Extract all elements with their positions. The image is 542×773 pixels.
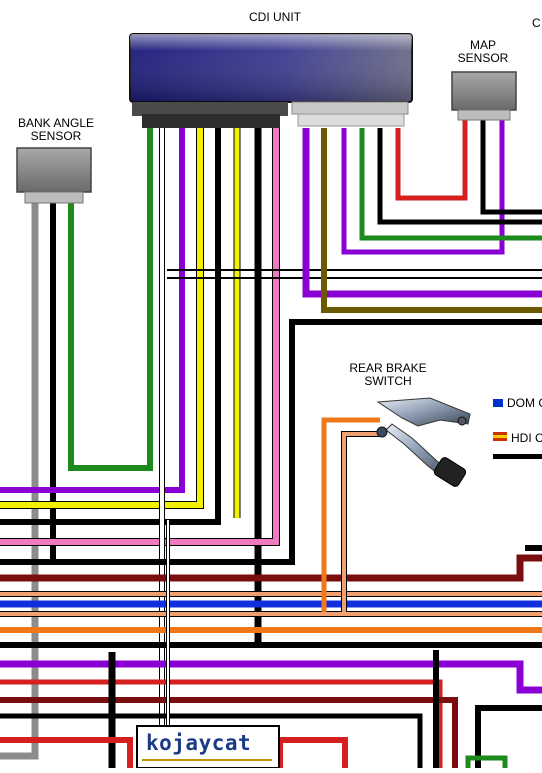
- cdi-connector-right-plug: [297, 113, 405, 127]
- wire-black-lower-2: [0, 713, 423, 768]
- cdi-unit-shine: [130, 34, 412, 102]
- wire-purple-map-2: [341, 120, 505, 255]
- wire-black-lower-3: [475, 705, 542, 768]
- wire-yellow-cdi: [0, 128, 203, 508]
- wire-red-lower-2: [0, 737, 133, 768]
- cdi-connector-right: [291, 101, 409, 115]
- wire-purple-map: [302, 128, 542, 298]
- wire-salmon-brake-outline: [341, 431, 380, 612]
- wire-grey-bank-angle: [0, 203, 39, 760]
- wire-green-map: [359, 128, 542, 241]
- rear-brake-label-line1: REAR BRAKE: [349, 361, 427, 375]
- cdi-unit-label: CDI UNIT: [249, 10, 301, 24]
- edge-label-partial: C: [532, 16, 541, 30]
- cdi-connector-left: [132, 102, 288, 116]
- wire-olive-map: [321, 128, 542, 313]
- wire-purple-cdi-1: [0, 128, 185, 493]
- wire-layer: [0, 120, 542, 768]
- wire-darkred-lower: [0, 697, 458, 768]
- wire-black-map: [377, 128, 542, 225]
- wire-orange-brake: [321, 417, 380, 612]
- wire-black-cdi-1: [0, 128, 221, 525]
- brake-pedal-pad: [433, 457, 467, 487]
- rear-brake-switch: [376, 397, 471, 487]
- bank-angle-label-line2: SENSOR: [30, 129, 82, 143]
- cdi-unit: [129, 33, 413, 128]
- map-sensor-label-line1: MAP: [469, 38, 496, 52]
- wire-black-loop: [0, 319, 542, 565]
- legend-swatch-dom: [493, 399, 503, 407]
- wire-red-map-1: [395, 120, 468, 201]
- legend-swatch-line: [493, 454, 542, 459]
- brake-switch-bolt: [457, 416, 467, 426]
- wire-purple-main: [0, 660, 542, 694]
- wire-pink-cdi: [0, 128, 279, 545]
- legend-dom-label: DOM C: [507, 396, 542, 410]
- rear-brake-label-line2: SWITCH: [364, 374, 412, 388]
- brake-switch-body: [376, 397, 471, 427]
- legend-swatch-hdi-bottom: [493, 438, 507, 441]
- bank-angle-label-line1: BANK ANGLE: [17, 116, 95, 130]
- kojaycat-logo: kojaycat: [146, 731, 252, 755]
- cdi-connector-left-plug: [142, 114, 280, 128]
- wire-salmon-brake: [342, 432, 380, 612]
- map-sensor: [451, 71, 517, 121]
- legend-swatch-hdi-top: [493, 432, 507, 435]
- legend-hdi-label: HDI C: [511, 431, 542, 445]
- brake-switch-pivot: [376, 426, 388, 438]
- legend: [493, 399, 542, 459]
- bank-angle-sensor-body: [16, 147, 92, 193]
- bank-angle-sensor: [16, 147, 92, 204]
- wire-green-lower: [465, 755, 508, 768]
- map-sensor-label-line2: SENSOR: [457, 51, 509, 65]
- legend-swatch-hdi-mid: [493, 435, 507, 438]
- map-sensor-plug: [457, 109, 511, 121]
- bank-angle-sensor-plug: [24, 191, 84, 204]
- wire-red-lower: [0, 679, 443, 768]
- wire-black-map-2: [480, 120, 542, 215]
- map-sensor-body: [451, 71, 517, 111]
- wire-red-lower-3: [277, 737, 348, 768]
- wire-darkred-main: [0, 554, 542, 582]
